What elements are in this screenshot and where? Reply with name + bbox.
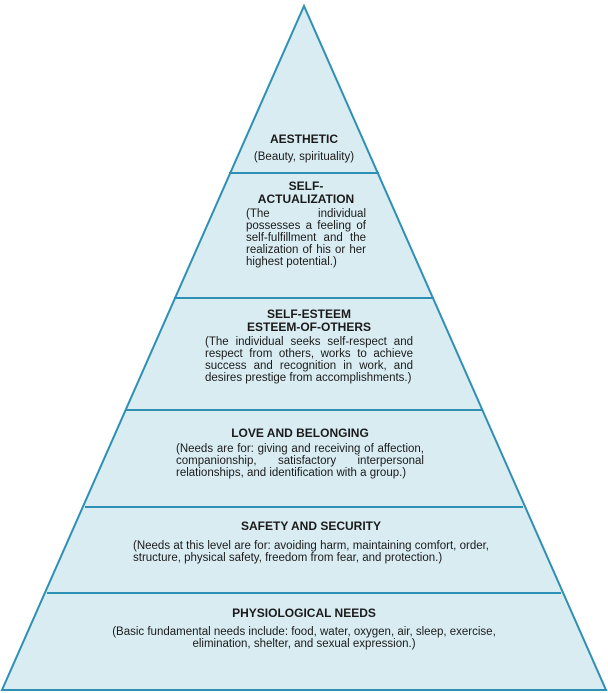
- tier-title: PHYSIOLOGICAL NEEDS: [232, 606, 376, 620]
- tier-description: (Basic fundamental needs include: food, …: [112, 626, 496, 650]
- tier-title: SAFETY AND SECURITY: [240, 519, 381, 533]
- tier-title: AESTHETIC: [269, 132, 338, 146]
- tier-description: (The individual seeks self-respect and r…: [205, 336, 413, 384]
- pyramid-outline: [0, 3, 608, 691]
- tier-description: (The individual possesses a feeling of s…: [246, 208, 366, 268]
- tier-title: SELF- ACTUALIZATION: [257, 179, 355, 206]
- tier-description: (Needs at this level are for: avoiding h…: [133, 540, 489, 564]
- tier-description: (Needs are for: giving and receiving of …: [176, 443, 424, 479]
- tier-aesthetic: AESTHETIC (Beauty, spirituality): [234, 132, 374, 164]
- tier-physiological-needs: PHYSIOLOGICAL NEEDS (Basic fundamental n…: [84, 606, 524, 651]
- tier-description: (Beauty, spirituality): [253, 151, 355, 163]
- tier-self-esteem: SELF-ESTEEM ESTEEM-OF-OTHERS (The indivi…: [205, 307, 413, 385]
- tier-title: LOVE AND BELONGING: [231, 426, 369, 440]
- tier-love-and-belonging: LOVE AND BELONGING (Needs are for: givin…: [176, 426, 424, 480]
- tier-title: SELF-ESTEEM ESTEEM-OF-OTHERS: [246, 307, 371, 334]
- tier-self-actualization: SELF- ACTUALIZATION (The individual poss…: [246, 179, 366, 269]
- tier-safety-and-security: SAFETY AND SECURITY (Needs at this level…: [133, 519, 489, 565]
